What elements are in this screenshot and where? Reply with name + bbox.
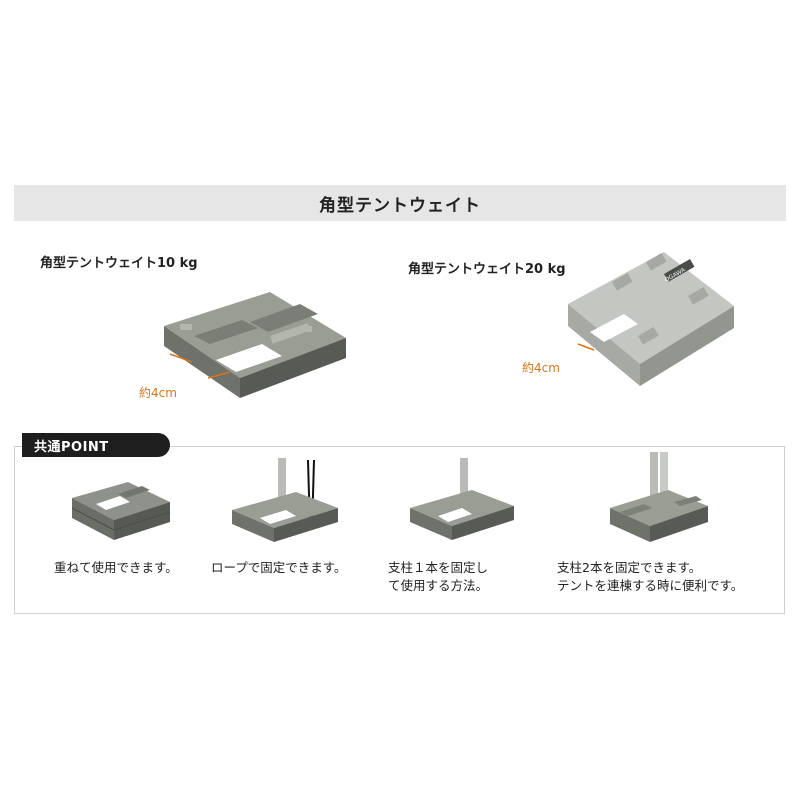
feature-line: 支柱2本を固定できます。	[557, 560, 702, 575]
common-point-tab: 共通POINT	[22, 433, 170, 457]
section-title: 角型テントウェイト	[319, 195, 481, 216]
product-title: 角型テントウェイト20 kg	[408, 262, 566, 277]
section-banner: 角型テントウェイト	[14, 185, 786, 221]
weight-20kg-image: OGAWA	[560, 246, 740, 396]
product-20kg: 角型テントウェイト20 kg	[408, 258, 566, 277]
feature-line: 重ねて使用できます。	[54, 560, 178, 575]
common-point-label: 共通POINT	[34, 439, 109, 455]
feature-text-2: ロープで固定できます。	[211, 559, 347, 577]
feature-text-1: 重ねて使用できます。	[54, 559, 178, 577]
feature-line: テントを連棟する時に便利です。	[557, 578, 744, 593]
feature-line: て使用する方法。	[388, 578, 489, 593]
feature-line: 支柱１本を固定し	[388, 560, 489, 575]
feature-two-pole-image	[604, 450, 714, 546]
weight-10kg-image	[150, 282, 360, 412]
feature-text-4: 支柱2本を固定できます。 テントを連棟する時に便利です。	[557, 559, 743, 595]
feature-line: ロープで固定できます。	[211, 560, 347, 575]
product-10kg: 角型テントウェイト10 kg	[40, 252, 198, 271]
common-point-box	[14, 446, 785, 614]
dimension-label-20kg: 約4cm	[522, 361, 560, 375]
feature-rope-image	[226, 456, 346, 546]
product-title: 角型テントウェイト10 kg	[40, 256, 198, 271]
feature-stack-image	[66, 480, 176, 542]
feature-text-3: 支柱１本を固定し て使用する方法。	[388, 559, 488, 595]
feature-single-pole-image	[400, 456, 520, 546]
dimension-label-10kg: 約4cm	[139, 386, 177, 400]
